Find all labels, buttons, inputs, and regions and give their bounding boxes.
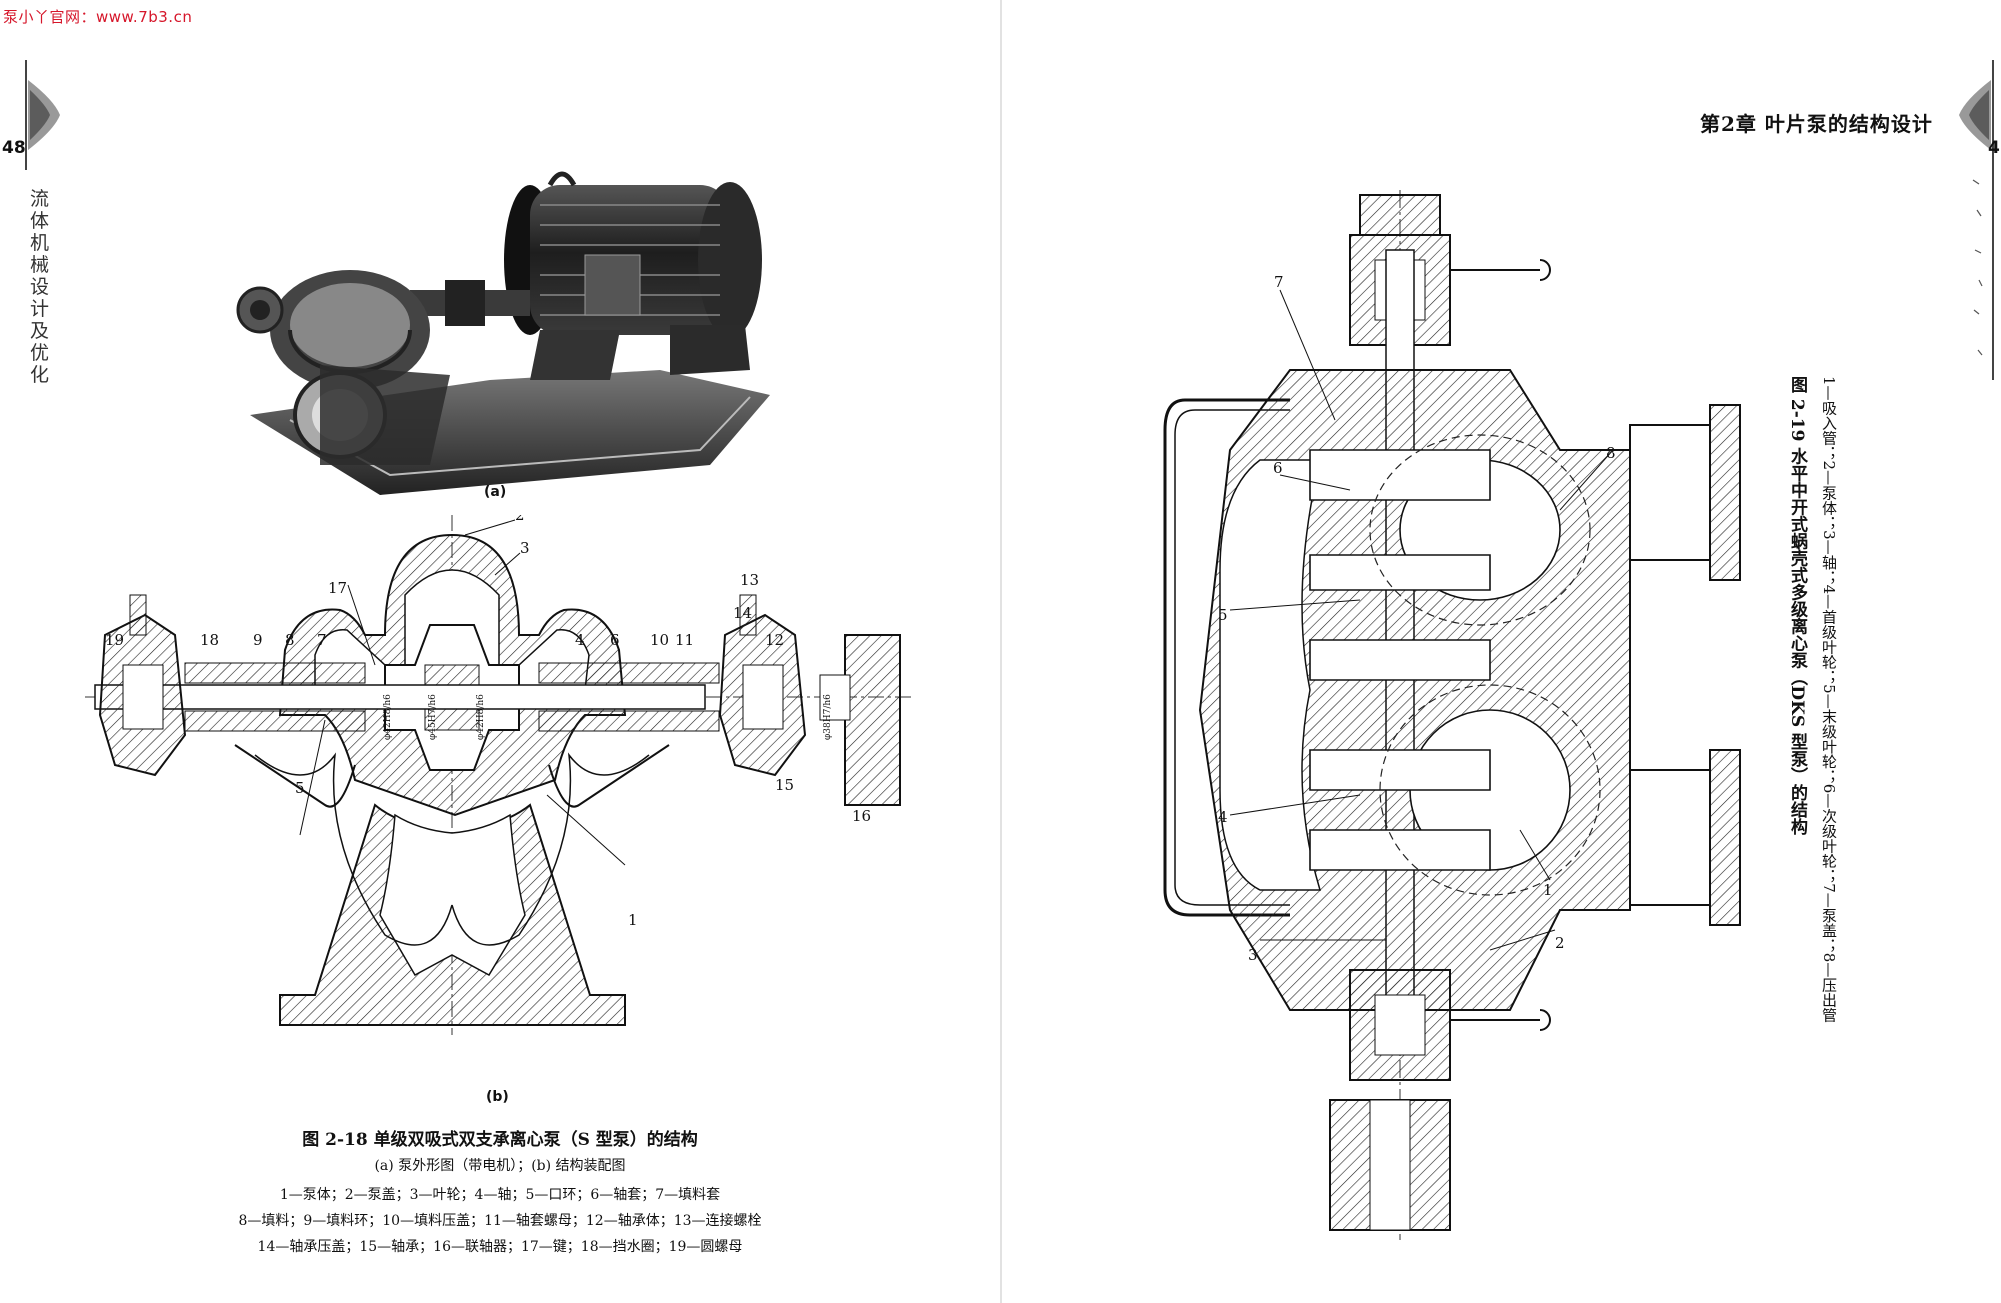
part-label-15: 15 (775, 776, 794, 794)
part-label-12: 12 (765, 631, 784, 649)
figure-2-18-caption: 图 2-18 单级双吸式双支承离心泵（S 型泵）的结构 (302, 1130, 698, 1150)
figure-2-19-caption-block: 图 2-19 水平中开式蜗壳式多级离心泵（DKS 型泵）的结构 1—吸入管；2—… (1773, 376, 1853, 1036)
figure-a-label: (a) (484, 484, 507, 500)
dks-part-label-2: 2 (1555, 934, 1565, 952)
part-label-7: 7 (317, 631, 327, 649)
part-label-18: 18 (200, 631, 219, 649)
dks-part-label-7: 7 (1274, 273, 1284, 291)
part-label-1: 1 (628, 911, 638, 929)
dks-part-label-3: 3 (1248, 946, 1258, 964)
dimension-label: φ38H7/h6 (823, 694, 833, 740)
pump-motor-illustration (236, 171, 770, 495)
part-label-3: 3 (520, 539, 530, 557)
dks-part-label-8: 8 (1606, 444, 1616, 462)
part-label-2: 2 (515, 515, 525, 524)
part-label-4: 4 (575, 631, 585, 649)
chapter-header: 第2章 叶片泵的结构设计 (1700, 112, 1933, 136)
figure-2-19-legend: 1—吸入管；2—泵体；3—轴；4—首级叶轮；5—末级叶轮；6—次级叶轮；7—泵盖… (1820, 376, 1838, 1023)
book-title-vertical: 流体机械设计及优化 (30, 188, 50, 386)
dimension-label: φ45H7/h6 (428, 694, 438, 740)
part-label-6: 6 (610, 631, 620, 649)
watermark-text: 泵小丫官网：www.7b3.cn (3, 8, 193, 26)
dks-part-label-5: 5 (1218, 606, 1228, 624)
page-number-right: 4 (1988, 138, 2000, 158)
part-label-16: 16 (852, 807, 871, 825)
dimension-label: φ42H8/h6 (383, 694, 393, 740)
figure-2-18-subcaption: (a) 泵外形图（带电机）；(b) 结构装配图 (374, 1158, 626, 1174)
part-label-11: 11 (675, 631, 694, 649)
s-pump-assembly-drawing: 2 3 17 4 6 10 11 14 13 12 15 16 19 18 9 … (85, 515, 915, 1035)
part-label-14: 14 (733, 604, 752, 622)
figure-2-18-legend-line: 1—泵体；2—泵盖；3—叶轮；4—轴；5—口环；6—轴套；7—填料套 (279, 1187, 721, 1203)
part-label-10: 10 (650, 631, 669, 649)
page-divider (1000, 0, 1002, 1303)
figure-2-19-caption: 图 2-19 水平中开式蜗壳式多级离心泵（DKS 型泵）的结构 (1787, 376, 1807, 836)
dks-part-label-6: 6 (1273, 459, 1283, 477)
page-ornament-right (1959, 60, 1994, 380)
page-number-left: 48 (2, 138, 26, 158)
figure-b-label: (b) (486, 1089, 509, 1105)
figure-2-18-legend-line: 8—填料；9—填料环；10—填料压盖；11—轴套螺母；12—轴承体；13—连接螺… (238, 1213, 762, 1229)
part-label-5: 5 (295, 779, 305, 797)
part-label-8: 8 (285, 631, 295, 649)
part-label-19: 19 (105, 631, 124, 649)
page-ornament-left (25, 60, 60, 170)
dks-part-label-4: 4 (1218, 808, 1228, 826)
dks-multistage-pump-drawing: 7 6 5 4 3 8 1 2 (1163, 190, 1741, 1240)
part-label-17: 17 (328, 579, 347, 597)
part-label-9: 9 (253, 631, 263, 649)
figure-2-18-legend-line: 14—轴承压盖；15—轴承；16—联轴器；17—键；18—挡水圈；19—圆螺母 (257, 1239, 743, 1255)
part-label-13: 13 (740, 571, 759, 589)
dks-part-label-1: 1 (1543, 881, 1553, 899)
dimension-label: φ42H8/h6 (476, 694, 486, 740)
